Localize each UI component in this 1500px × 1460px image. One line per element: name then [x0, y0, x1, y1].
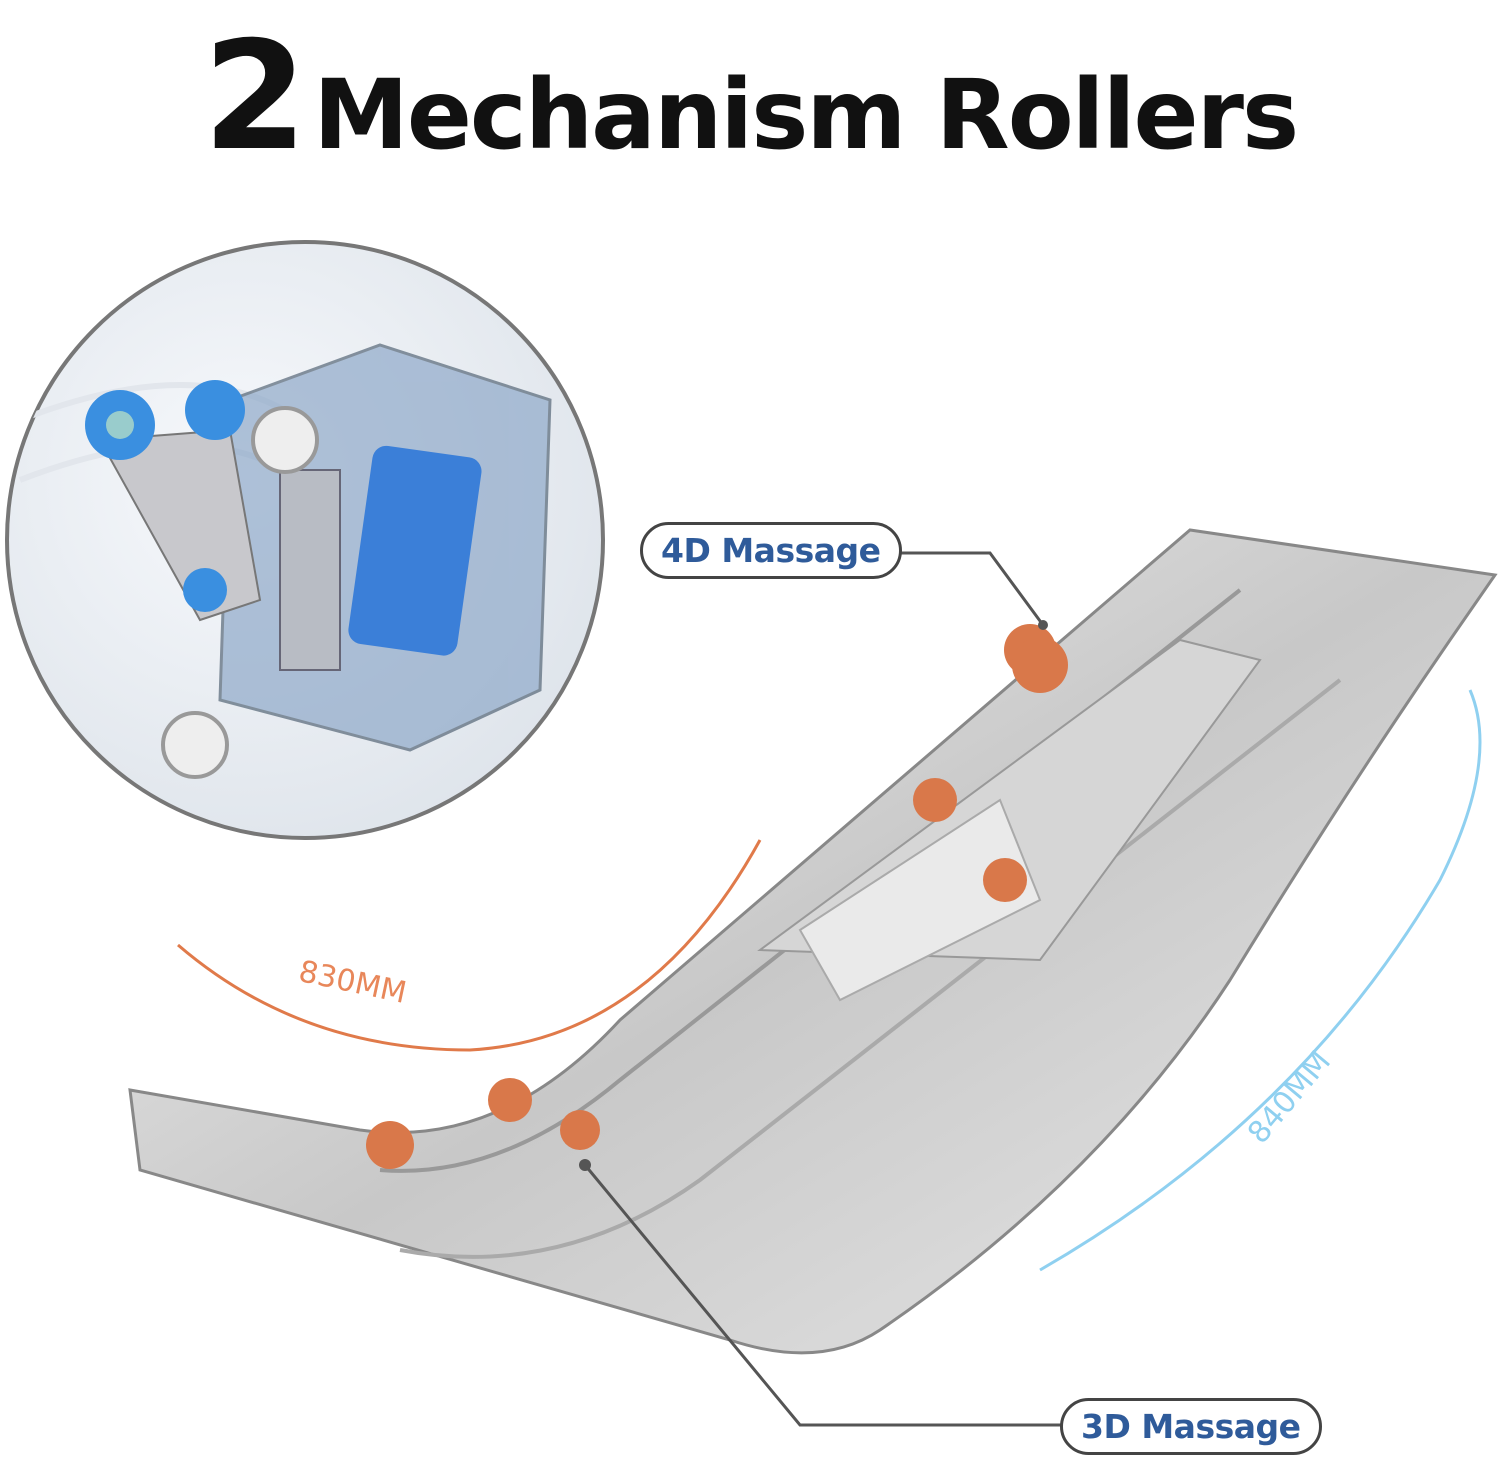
roller-frame [128, 528, 1498, 1355]
4d-massage-callout: 4D Massage [640, 522, 902, 579]
3d-massage-callout: 3D Massage [1060, 1398, 1322, 1455]
840mm-arc [1039, 689, 1482, 1272]
orange-rollers [366, 624, 1068, 1169]
3d-leader-line [583, 1164, 1062, 1427]
4d-leader-line [875, 551, 1045, 626]
title-number: 2 [202, 10, 307, 184]
inset-roller-closeup [5, 240, 605, 840]
title-text: Mechanism Rollers [313, 59, 1299, 171]
830mm-arc [177, 839, 762, 1052]
